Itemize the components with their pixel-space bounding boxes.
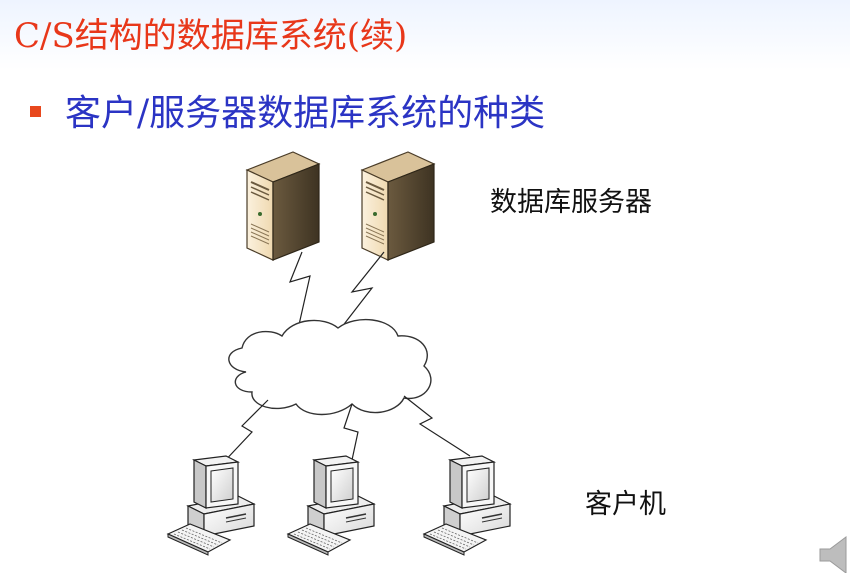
speaker-icon[interactable]	[818, 533, 850, 573]
server-label: 数据库服务器	[490, 187, 652, 218]
database-server-icon	[246, 151, 320, 261]
network-link	[403, 395, 471, 457]
bullet-item: 客户/服务器数据库系统的种类	[30, 84, 545, 136]
square-bullet-icon	[30, 105, 41, 117]
client-computer-icon	[287, 455, 375, 556]
client-computer-icon	[167, 455, 255, 556]
client-computer-icon	[423, 455, 511, 556]
network-cloud-icon	[228, 318, 432, 416]
network-link	[219, 399, 269, 467]
network-link	[343, 403, 359, 461]
bullet-text: 客户/服务器数据库系统的种类	[65, 93, 546, 134]
network-link	[337, 251, 385, 333]
database-server-icon	[361, 151, 435, 261]
slide-title: C/S结构的数据库系统(续)	[14, 16, 408, 56]
network-link	[288, 251, 311, 339]
client-label: 客户机	[585, 489, 666, 520]
